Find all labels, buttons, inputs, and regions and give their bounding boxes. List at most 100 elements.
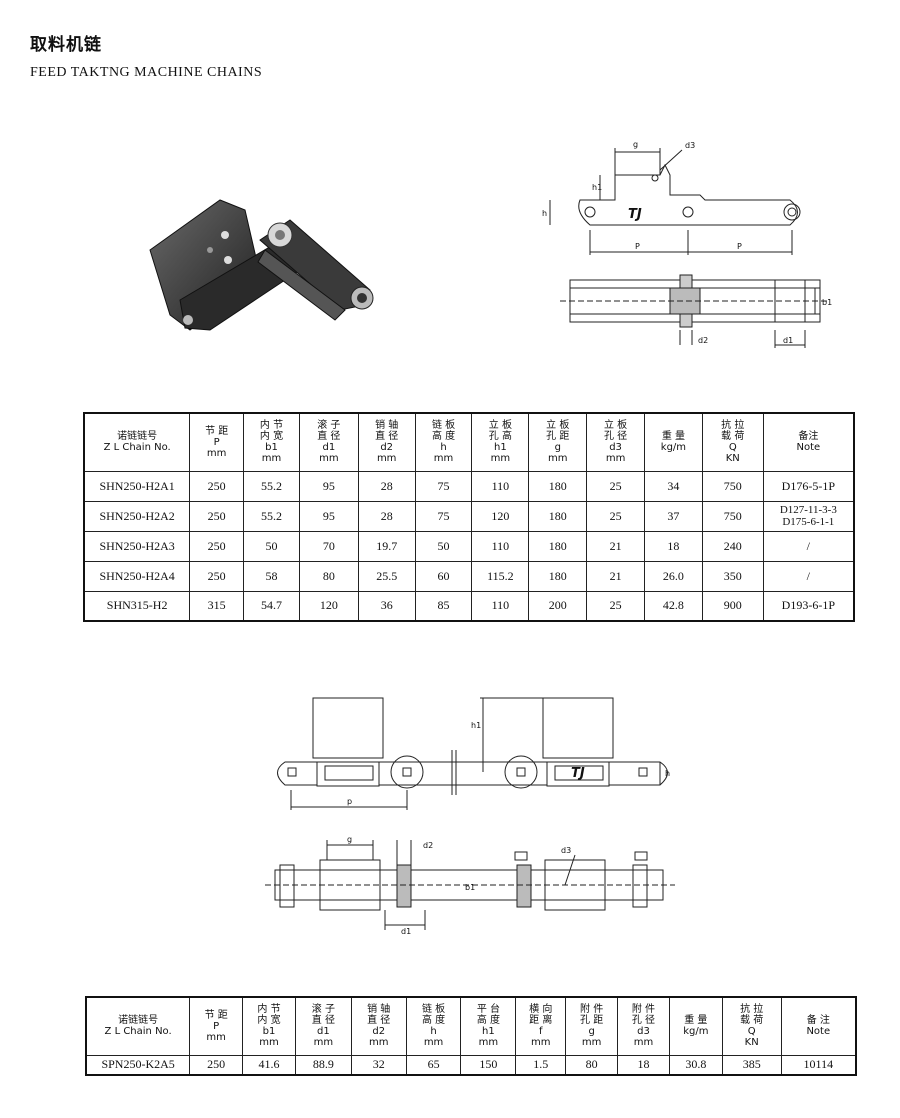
table1-header-text: 重 量 [661,431,685,443]
table1-header-text: d2 [380,442,394,454]
table2-header-text: mm [423,1037,444,1049]
table2-header-text: P [213,1020,220,1032]
table-cell: 37 [643,500,703,532]
table-cell: 25 [586,590,645,622]
table2-header-text: KN [744,1037,759,1049]
table2-header-text: b1 [262,1026,276,1038]
table1-header-text: KN [725,453,740,465]
table1-header-text: 孔 高 [488,431,512,443]
chain-number-cell: SHN250-H2A3 [83,530,191,562]
label-g: g [633,140,638,149]
label-h: h [542,209,547,218]
table-cell: 110 [471,530,530,562]
chain-number-cell: SHN250-H2A4 [83,560,191,592]
table-cell: 18 [643,530,703,562]
table1-header-text: d3 [609,442,622,454]
table1-header-text: 载 荷 [721,431,745,443]
table2-header-text: 附 件 [580,1004,604,1016]
table-cell: 50 [414,530,473,562]
table1-header-text: 链 板 [431,420,456,432]
table1-header-text: 销 轴 [375,420,399,432]
table-cell: 750 [701,470,764,502]
table-cell: 41.6 [242,1054,296,1076]
table-cell: 750 [701,500,764,532]
table-cell: 26.0 [643,560,703,592]
chain-number-cell: SHN250-H2A2 [83,500,191,532]
label-d2: d2 [698,336,708,345]
table2-header-text: mm [633,1037,654,1049]
table2-header-text: 横 向 [529,1004,553,1016]
table-cell: 150 [460,1054,517,1076]
table2-header-text: Note [806,1026,831,1038]
chain-drawing-top: g d3 h1 h P P b1 d2 d1 TJ [530,130,850,364]
table-cell: 250 [189,500,245,532]
table-cell: 58 [243,560,300,592]
table-cell: 350 [701,560,764,592]
table-cell: 180 [528,560,588,592]
table1-header-text: 直 径 [375,431,399,443]
table-cell: 200 [528,590,588,622]
table-cell: 95 [298,500,359,532]
chain-number-cell: SPN250-K2A5 [85,1054,191,1076]
table-cell: 115.2 [471,560,530,592]
table1-header-text: mm [490,453,511,465]
label-b1: b1 [822,298,832,307]
table-cell: 10114 [780,1054,857,1076]
table2-header-text: 直 径 [367,1015,391,1027]
table2-header-text: f [538,1026,543,1038]
table-cell: / [762,530,855,562]
label2-d2: d2 [423,841,433,850]
table-cell: 42.8 [643,590,703,622]
table-cell: 1.5 [515,1054,567,1076]
table1-header-text: 立 板 [546,420,570,432]
table1-header-text: 节 距 [205,425,229,437]
label-h1: h1 [592,183,602,192]
table1-header-text: mm [261,453,282,465]
table1-header-text: b1 [265,442,278,454]
table1-header-text: 诺链链号 [117,431,158,443]
table-cell: 34 [643,470,703,502]
table-cell: / [762,560,855,592]
label-d3: d3 [685,141,695,150]
table-cell: 60 [414,560,473,592]
chain-number-cell: SHN315-H2 [83,590,191,622]
table-cell: 180 [528,500,588,532]
table2-header-text: 附 件 [631,1004,656,1016]
table2-header-text: mm [259,1037,279,1049]
table-cell: 95 [298,470,359,502]
table2-header-text: h1 [482,1026,495,1038]
table2-header-text: mm [478,1037,499,1049]
label2-g: g [347,835,352,844]
table-cell: D176-5-1P [762,470,855,502]
table2-header-text: 距 离 [529,1015,553,1027]
table2-header-text: 备 注 [806,1015,830,1027]
table2-header-text: 抗 拉 [740,1004,764,1016]
table-cell: D193-6-1P [762,590,855,622]
label2-h1: h1 [471,721,481,730]
table1-header-text: h1 [494,442,507,454]
table1-header-text: 内 宽 [259,431,284,443]
table1-header-text: mm [376,453,397,465]
table-cell: 120 [471,500,530,532]
table1-header-text: Z L Chain No. [103,442,171,454]
label-p1: P [635,242,640,251]
table-cell: 28 [357,500,416,532]
table1-header-text: mm [433,453,454,465]
table-cell: 110 [471,470,530,502]
